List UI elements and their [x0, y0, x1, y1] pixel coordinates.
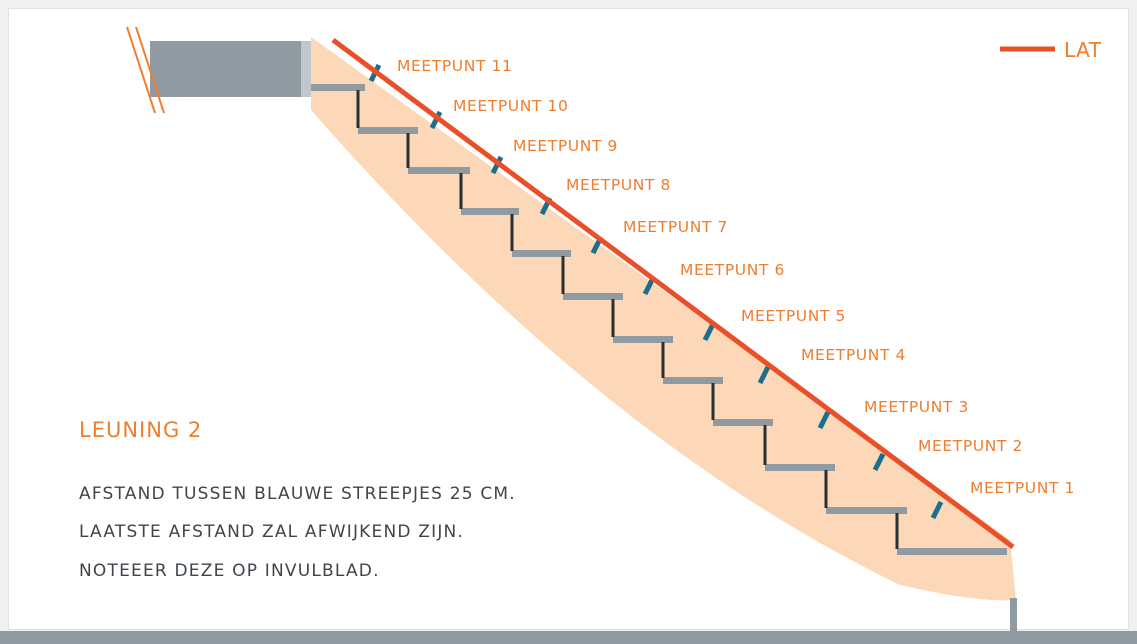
- meetpunt-label-5: MEETPUNT 5: [741, 307, 846, 325]
- meetpunt-label-11: MEETPUNT 11: [397, 57, 512, 75]
- measure-tick: [872, 452, 886, 472]
- meetpunt-label-6: MEETPUNT 6: [680, 261, 785, 279]
- stair-tread: [713, 419, 773, 426]
- instruction-line-2: LAATSTE AFSTAND ZAL AFWIJKEND ZIJN.: [79, 522, 465, 542]
- stair-tread: [311, 84, 365, 91]
- floor-bar: [0, 631, 1137, 644]
- meetpunt-label-7: MEETPUNT 7: [623, 218, 728, 236]
- wall-hatch-line: [126, 26, 156, 114]
- measure-tick: [817, 410, 831, 430]
- stair-tread: [408, 167, 470, 174]
- stair-tread: [765, 464, 835, 471]
- stair-tread: [512, 250, 571, 257]
- lat-line: [331, 37, 1015, 550]
- stair-stringer: [311, 37, 1016, 601]
- measure-tick: [429, 110, 443, 130]
- meetpunt-label-2: MEETPUNT 2: [918, 437, 1023, 455]
- instruction-line-1: AFSTAND TUSSEN BLAUWE STREEPJES 25 CM.: [79, 484, 516, 504]
- landing-edge: [301, 41, 311, 97]
- legend: LAT: [1000, 38, 1102, 62]
- stair-tread: [897, 548, 1007, 555]
- measure-tick: [930, 500, 944, 520]
- instruction-line-3: NOTEEER DEZE OP INVULBLAD.: [79, 561, 380, 581]
- bottom-post: [1010, 598, 1017, 632]
- legend-label: LAT: [1064, 38, 1102, 62]
- stair-tread: [663, 377, 723, 384]
- stair-tread: [358, 127, 418, 134]
- stair-tread: [613, 336, 673, 343]
- meetpunt-label-1: MEETPUNT 1: [970, 479, 1075, 497]
- meetpunt-label-4: MEETPUNT 4: [801, 346, 906, 364]
- meetpunt-label-9: MEETPUNT 9: [513, 137, 618, 155]
- stair-tread: [826, 507, 907, 514]
- meetpunt-label-3: MEETPUNT 3: [864, 398, 969, 416]
- top-landing: [126, 26, 311, 114]
- diagram-title: LEUNING 2: [79, 418, 203, 442]
- meetpunt-label-10: MEETPUNT 10: [453, 97, 568, 115]
- measure-tick: [702, 322, 716, 342]
- measure-tick: [757, 365, 771, 385]
- stair-tread: [461, 208, 519, 215]
- stair-tread: [563, 293, 623, 300]
- wall-hatch-line: [135, 26, 165, 114]
- meetpunt-label-8: MEETPUNT 8: [566, 176, 671, 194]
- landing-floor: [150, 41, 302, 97]
- stair-steps: [311, 84, 1007, 555]
